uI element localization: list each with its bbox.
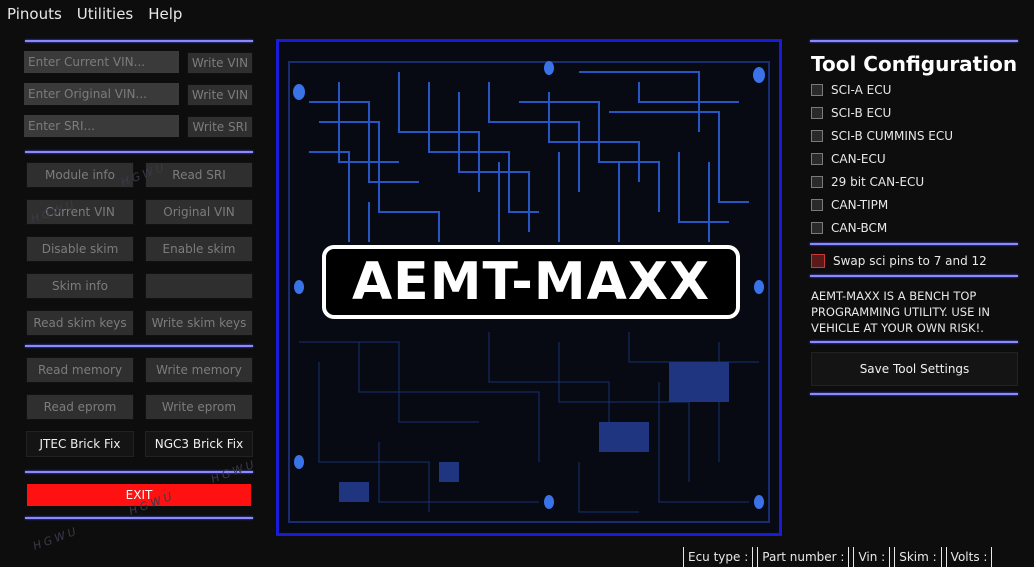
sri-input[interactable] (24, 115, 179, 137)
status-skim: Skim : (894, 547, 942, 567)
divider (810, 341, 1018, 343)
read-eprom-button[interactable]: Read eprom (26, 394, 134, 420)
skim-info-button[interactable]: Skim info (26, 273, 134, 299)
menu-utilities[interactable]: Utilities (76, 5, 134, 23)
ngc3-brick-fix-button[interactable]: NGC3 Brick Fix (145, 431, 253, 457)
swap-sci-pins-option[interactable]: Swap sci pins to 7 and 12 (811, 254, 987, 268)
option-label: SCI-B CUMMINS ECU (831, 129, 954, 143)
divider (25, 471, 253, 473)
option-label: SCI-B ECU (831, 106, 892, 120)
status-volts: Volts : (945, 547, 993, 567)
watermark: HGWU (209, 457, 259, 486)
write-memory-button[interactable]: Write memory (145, 357, 253, 383)
option-label: CAN-ECU (831, 152, 886, 166)
option-label: CAN-BCM (831, 221, 888, 235)
app-logo: AEMT-MAXX (322, 245, 740, 319)
circuit-traces (288, 61, 770, 523)
option-sci-b-cummins-ecu[interactable]: SCI-B CUMMINS ECU (811, 129, 953, 143)
checkbox[interactable] (811, 176, 823, 188)
option-29bit-can-ecu[interactable]: 29 bit CAN-ECU (811, 175, 924, 189)
option-label: SCI-A ECU (831, 83, 892, 97)
read-sri-button[interactable]: Read SRI (145, 162, 253, 188)
checkbox[interactable] (811, 222, 823, 234)
enable-skim-button[interactable]: Enable skim (145, 236, 253, 262)
original-vin-input[interactable] (24, 83, 179, 105)
read-memory-button[interactable]: Read memory (26, 357, 134, 383)
divider (25, 151, 253, 153)
disclaimer-text: AEMT-MAXX IS A BENCH TOP PROGRAMMING UTI… (811, 289, 990, 335)
menu-bar: Pinouts Utilities Help (0, 0, 190, 28)
jtec-brick-fix-button[interactable]: JTEC Brick Fix (26, 431, 134, 457)
module-info-button[interactable]: Module info (26, 162, 134, 188)
checkbox[interactable] (811, 153, 823, 165)
menu-pinouts[interactable]: Pinouts (7, 5, 62, 23)
checkbox[interactable] (811, 84, 823, 96)
option-can-tipm[interactable]: CAN-TIPM (811, 198, 888, 212)
option-label: Swap sci pins to 7 and 12 (833, 254, 987, 268)
write-sri-button[interactable]: Write SRI (187, 116, 253, 138)
option-label: 29 bit CAN-ECU (831, 175, 925, 189)
divider (810, 275, 1018, 277)
write-vin-button[interactable]: Write VIN (187, 52, 253, 74)
circuit-board-image: AEMT-MAXX (276, 39, 782, 536)
divider (25, 517, 253, 519)
status-ecu-type: Ecu type : (683, 547, 754, 567)
option-sci-b-ecu[interactable]: SCI-B ECU (811, 106, 891, 120)
divider (810, 393, 1018, 395)
original-vin-button[interactable]: Original VIN (145, 199, 253, 225)
option-label: CAN-TIPM (831, 198, 889, 212)
checkbox[interactable] (811, 254, 825, 268)
divider (810, 243, 1018, 245)
write-eprom-button[interactable]: Write eprom (145, 394, 253, 420)
option-can-ecu[interactable]: CAN-ECU (811, 152, 886, 166)
checkbox[interactable] (811, 199, 823, 211)
exit-button[interactable]: EXIT (27, 484, 251, 506)
disable-skim-button[interactable]: Disable skim (26, 236, 134, 262)
divider (25, 40, 253, 42)
menu-help[interactable]: Help (148, 5, 183, 23)
blank-button[interactable] (145, 273, 253, 299)
current-vin-button[interactable]: Current VIN (26, 199, 134, 225)
status-bar: Ecu type : Part number : Vin : Skim : Vo… (683, 547, 996, 567)
option-can-bcm[interactable]: CAN-BCM (811, 221, 887, 235)
read-skim-keys-button[interactable]: Read skim keys (26, 310, 134, 336)
checkbox[interactable] (811, 107, 823, 119)
status-vin: Vin : (853, 547, 891, 567)
status-part-number: Part number : (757, 547, 850, 567)
watermark: HGWU (31, 524, 81, 553)
write-vin-button-2[interactable]: Write VIN (187, 84, 253, 106)
save-tool-settings-button[interactable]: Save Tool Settings (811, 352, 1018, 386)
divider (810, 40, 1018, 42)
config-title: Tool Configuration (811, 52, 1018, 76)
write-skim-keys-button[interactable]: Write skim keys (145, 310, 253, 336)
current-vin-input[interactable] (24, 51, 179, 73)
checkbox[interactable] (811, 130, 823, 142)
divider (25, 345, 253, 347)
option-sci-a-ecu[interactable]: SCI-A ECU (811, 83, 891, 97)
